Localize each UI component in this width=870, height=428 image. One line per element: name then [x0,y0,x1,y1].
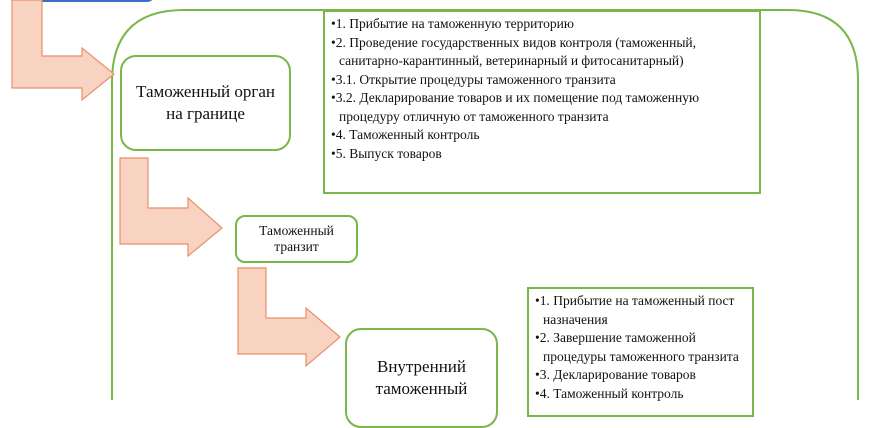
list-item: •5. Выпуск товаров [331,145,442,161]
list-item: •1. Прибытие на таможенный пост назначен… [535,293,735,327]
arrow-3-icon [237,267,341,368]
list-item: •2. Проведение государственных видов кон… [331,34,696,69]
node-label: Таможенный транзит [259,223,334,254]
arrow-2-icon [119,157,223,258]
node-label: Таможенный орган на границе [136,82,275,123]
top-blue-shape [24,0,153,2]
node-inland-office: Внутренний таможенный [345,328,498,428]
inland-steps-list: •1. Прибытие на таможенный пост назначен… [527,287,754,417]
list-item: •4. Таможенный контроль [535,385,684,401]
node-transit: Таможенный транзит [235,215,358,263]
node-border-office: Таможенный орган на границе [120,55,291,151]
arrow-1-icon [11,0,115,102]
list-item: •1. Прибытие на таможенную территорию [331,16,574,31]
border-steps-list: •1. Прибытие на таможенную территорию •2… [323,10,761,194]
node-label: Внутренний таможенный [375,357,468,398]
list-item: •2. Завершение таможенной процедуры тамо… [535,330,739,364]
list-item: •3.2. Декларирование товаров и их помеще… [331,90,700,124]
list-item: •3.1. Открытие процедуры таможенного тра… [331,71,616,87]
list-item: •3. Декларирование товаров [535,367,696,382]
list-item: •4. Таможенный контроль [331,127,480,142]
